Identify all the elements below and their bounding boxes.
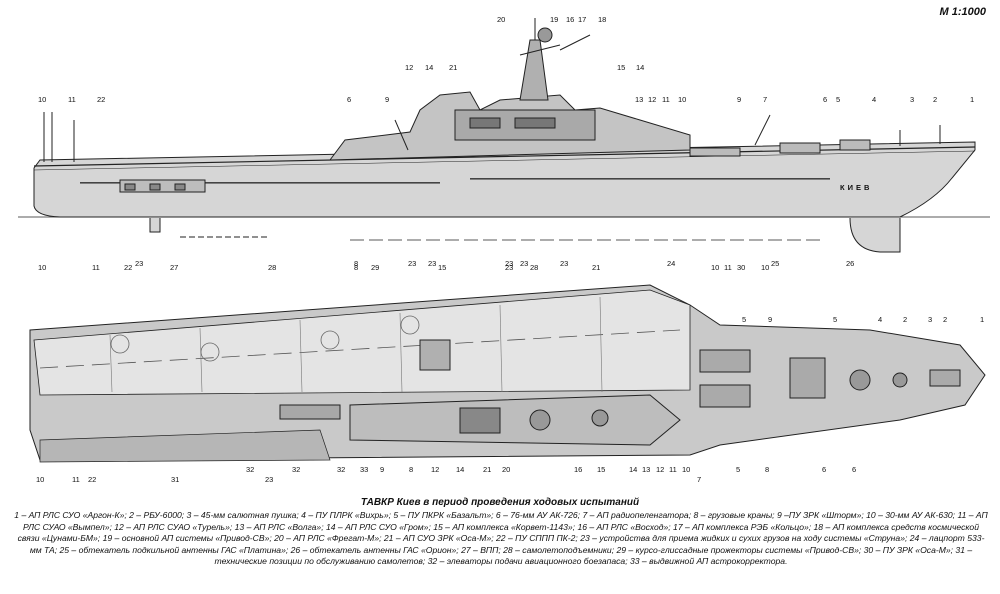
- label-plan-22b: 22: [88, 475, 96, 484]
- label-plan-33: 33: [360, 465, 368, 474]
- label-plan-4: 4: [878, 315, 882, 324]
- label-side-11b: 11: [662, 95, 670, 104]
- label-side-14a: 14: [425, 63, 433, 72]
- label-side-23d: 23: [505, 259, 513, 268]
- caption-legend: 1 – АП РЛС СУО «Аргон-К»; 2 – РБУ-6000; …: [14, 510, 988, 567]
- label-plan-15: 15: [438, 263, 446, 272]
- label-plan-1: 1: [980, 315, 984, 324]
- label-side-9a: 9: [385, 95, 389, 104]
- label-side-22: 22: [97, 95, 105, 104]
- caption-title: ТАВКР Киев в период проведения ходовых и…: [360, 497, 640, 508]
- label-side-8: 8: [354, 259, 358, 268]
- label-side-25: 25: [771, 259, 779, 268]
- label-plan-28b: 28: [530, 263, 538, 272]
- plan-view-drawing: [29, 284, 986, 463]
- label-side-18: 18: [598, 15, 606, 24]
- label-plan-14a: 14: [456, 465, 464, 474]
- label-side-6b: 6: [823, 95, 827, 104]
- label-plan-23: 23: [505, 263, 513, 272]
- label-side-19: 19: [550, 15, 558, 24]
- label-side-14b: 14: [636, 63, 644, 72]
- label-plan-6b: 6: [822, 465, 826, 474]
- label-plan-15b: 15: [597, 465, 605, 474]
- label-plan-6c: 6: [852, 465, 856, 474]
- label-side-13: 13: [635, 95, 643, 104]
- label-plan-11b: 11: [724, 263, 732, 272]
- label-side-3: 3: [910, 95, 914, 104]
- label-side-1: 1: [970, 95, 974, 104]
- label-plan-11c: 11: [72, 475, 80, 484]
- scale-label: М 1:1000: [939, 6, 986, 18]
- label-plan-2a: 2: [903, 315, 907, 324]
- label-side-15: 15: [617, 63, 625, 72]
- label-side-26: 26: [846, 259, 854, 268]
- label-plan-10c: 10: [761, 263, 769, 272]
- label-side-12b: 12: [648, 95, 656, 104]
- label-plan-2b: 2: [943, 315, 947, 324]
- label-plan-27: 27: [170, 263, 178, 272]
- label-plan-16: 16: [574, 465, 582, 474]
- label-plan-29: 29: [371, 263, 379, 272]
- label-side-10b: 10: [678, 95, 686, 104]
- label-plan-12a: 12: [431, 465, 439, 474]
- label-plan-10a: 10: [38, 263, 46, 272]
- label-plan-14b: 14: [629, 465, 637, 474]
- label-plan-30: 30: [737, 263, 745, 272]
- label-plan-6a: 32: [337, 465, 345, 474]
- label-side-12a: 12: [405, 63, 413, 72]
- label-plan-9: 9: [768, 315, 772, 324]
- label-side-23b: 23: [408, 259, 416, 268]
- label-plan-21: 21: [592, 263, 600, 272]
- label-side-7: 7: [763, 95, 767, 104]
- label-side-9b: 9: [737, 95, 741, 104]
- label-plan-10d: 10: [36, 475, 44, 484]
- label-plan-22: 22: [124, 263, 132, 272]
- label-plan-7: 7: [697, 475, 701, 484]
- label-side-5: 5: [836, 95, 840, 104]
- label-side-23c: 23: [428, 259, 436, 268]
- label-side-23a: 23: [135, 259, 143, 268]
- label-side-4: 4: [872, 95, 876, 104]
- label-side-23e: 23: [520, 259, 528, 268]
- label-plan-8: 8: [354, 263, 358, 272]
- label-plan-5b: 5: [833, 315, 837, 324]
- label-plan-8c: 8: [765, 465, 769, 474]
- label-side-23f: 23: [560, 259, 568, 268]
- label-plan-31: 31: [171, 475, 179, 484]
- label-side-21: 21: [449, 63, 457, 72]
- label-side-6a: 6: [347, 95, 351, 104]
- label-side-17: 17: [578, 15, 586, 24]
- label-plan-3: 3: [928, 315, 932, 324]
- label-side-24: 24: [667, 259, 675, 268]
- label-plan-20: 20: [502, 465, 510, 474]
- label-side-10a: 10: [38, 95, 46, 104]
- label-side-16: 16: [566, 15, 574, 24]
- label-plan-9b: 9: [380, 465, 384, 474]
- label-plan-5a: 5: [742, 315, 746, 324]
- label-plan-28a: 28: [268, 263, 276, 272]
- ship-drawing: КИЕВ: [18, 15, 990, 484]
- label-plan-12b: 12: [656, 465, 664, 474]
- label-plan-11a: 11: [92, 263, 100, 272]
- side-elevation-drawing: [18, 18, 990, 253]
- label-plan-5c: 5: [736, 465, 740, 474]
- label-plan-23b: 23: [265, 475, 273, 484]
- label-side-20: 20: [497, 15, 505, 24]
- label-side-11a: 11: [68, 95, 76, 104]
- hull-name: КИЕВ: [840, 183, 872, 192]
- label-plan-32b: 32: [292, 465, 300, 474]
- label-plan-10b: 10: [711, 263, 719, 272]
- label-plan-32a: 32: [246, 465, 254, 474]
- label-plan-11d: 11: [669, 465, 677, 474]
- label-plan-10e: 10: [682, 465, 690, 474]
- label-plan-13: 13: [642, 465, 650, 474]
- label-plan-21b: 21: [483, 465, 491, 474]
- label-plan-8b: 8: [409, 465, 413, 474]
- label-side-2: 2: [933, 95, 937, 104]
- callout-labels: 20 19 18 17 16 12 14 21 15 14 10 11 22 9…: [36, 15, 984, 484]
